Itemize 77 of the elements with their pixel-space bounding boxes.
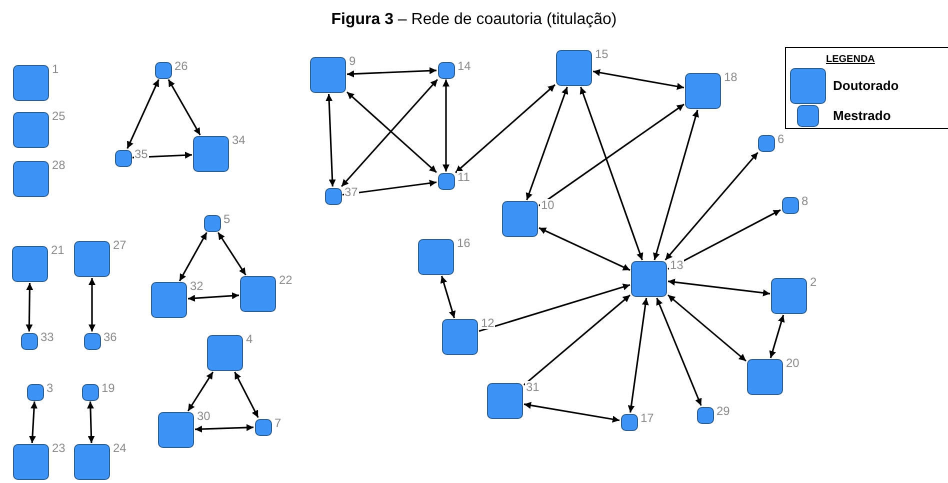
node-number: 28 <box>51 159 66 171</box>
node-number: 18 <box>723 71 738 83</box>
figure-title: Figura 3 – Rede de coautoria (titulação) <box>330 10 618 30</box>
arrow <box>667 294 747 362</box>
node-number: 29 <box>716 404 731 416</box>
node-number: 13 <box>669 259 684 271</box>
node-number: 8 <box>800 194 810 206</box>
arrow <box>653 110 699 260</box>
node-number: 34 <box>231 134 246 146</box>
node-number: 31 <box>525 381 540 393</box>
node-number: 11 <box>456 170 471 182</box>
node-number: 19 <box>100 382 116 394</box>
arrow <box>454 84 556 174</box>
arrow <box>187 372 214 412</box>
arrow <box>524 402 620 423</box>
node-number: 30 <box>196 410 212 422</box>
legend-label: Mestrado <box>833 107 891 126</box>
node-number: 5 <box>222 212 232 224</box>
arrow <box>478 284 630 332</box>
node-number: 26 <box>174 60 189 72</box>
arrow <box>656 298 702 406</box>
node-number: 6 <box>776 132 786 144</box>
node-number: 16 <box>456 237 472 249</box>
arrow <box>346 67 437 78</box>
node-number: 3 <box>46 382 54 394</box>
node-number: 9 <box>348 55 357 67</box>
arrow <box>440 276 456 318</box>
node-number: 10 <box>540 199 556 211</box>
arrow <box>668 209 781 270</box>
node-number: 17 <box>640 412 655 424</box>
node-number: 27 <box>112 239 128 251</box>
arrow <box>538 104 684 206</box>
legend-title: LEGENDA <box>826 53 875 67</box>
arrow <box>769 314 785 358</box>
arrow <box>188 292 240 302</box>
arrow <box>340 78 438 188</box>
node-number: 2 <box>809 276 818 288</box>
node-number: 20 <box>785 357 800 369</box>
arrow <box>168 79 201 136</box>
arrow <box>217 232 246 276</box>
arrow <box>523 294 631 386</box>
arrow <box>178 232 208 282</box>
node-number: 33 <box>40 330 55 342</box>
arrow <box>664 152 758 261</box>
arrow <box>194 424 254 433</box>
node-number: 22 <box>278 274 294 286</box>
node-number: 35 <box>134 148 149 160</box>
node-number: 24 <box>112 442 128 454</box>
arrow <box>26 282 34 332</box>
node-number: 36 <box>102 330 118 342</box>
node-number: 14 <box>456 60 472 72</box>
arrow <box>592 69 684 90</box>
arrow <box>668 278 770 296</box>
legend-label: Doutorado <box>833 77 899 96</box>
node-number: 15 <box>594 48 610 60</box>
node-number: 12 <box>480 317 496 329</box>
node-number: 25 <box>51 110 66 122</box>
arrow <box>342 180 437 196</box>
arrow <box>88 278 96 332</box>
arrow <box>326 94 336 187</box>
node-number: 1 <box>51 63 60 75</box>
arrow <box>442 80 450 172</box>
arrow <box>628 298 649 413</box>
arrow <box>526 86 568 200</box>
node-number: 23 <box>51 442 66 454</box>
arrow <box>234 372 259 418</box>
arrow <box>29 401 38 444</box>
node-number: 21 <box>50 244 66 256</box>
arrow <box>538 227 630 271</box>
arrow <box>346 91 438 174</box>
node-number: 37 <box>344 186 359 198</box>
node-number: 4 <box>245 333 254 345</box>
arrow <box>580 86 644 260</box>
node-number: 7 <box>274 416 282 428</box>
node-number: 32 <box>189 280 204 292</box>
arrow <box>126 79 160 149</box>
arrow <box>86 401 95 444</box>
